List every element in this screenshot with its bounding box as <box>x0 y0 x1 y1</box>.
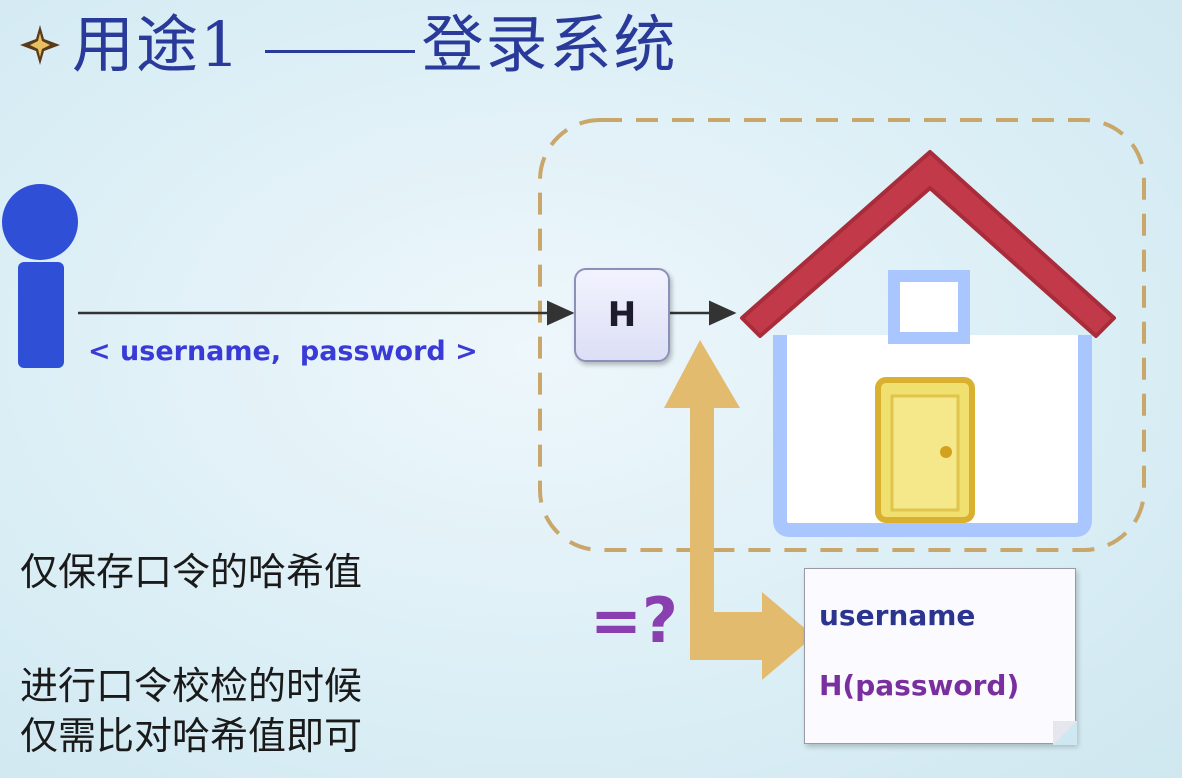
title-main: 用途1 <box>72 8 242 81</box>
star-bullet-icon <box>20 25 60 65</box>
note-line: 仅需比对哈希值即可 <box>20 714 363 758</box>
note-line: 仅保存口令的哈希值 <box>20 550 363 594</box>
note-line: 进行口令校检的时候 <box>20 664 363 708</box>
compare-symbol: =? <box>590 584 678 657</box>
title-dash <box>265 49 416 53</box>
slide-title: 用途1 登录系统 <box>18 14 677 76</box>
credentials-label: < username, password > <box>88 336 478 367</box>
stored-hashed-password: H(password) <box>819 669 1020 702</box>
stored-record: username H(password) <box>804 568 1077 745</box>
page-fold <box>1053 721 1077 745</box>
house-icon <box>740 150 1116 537</box>
user-icon <box>2 184 78 368</box>
hash-function-box: H <box>574 268 670 362</box>
stored-username: username <box>819 599 976 632</box>
title-sub: 登录系统 <box>421 8 678 81</box>
compare-double-arrow <box>664 340 814 680</box>
system-boundary <box>538 118 1146 552</box>
